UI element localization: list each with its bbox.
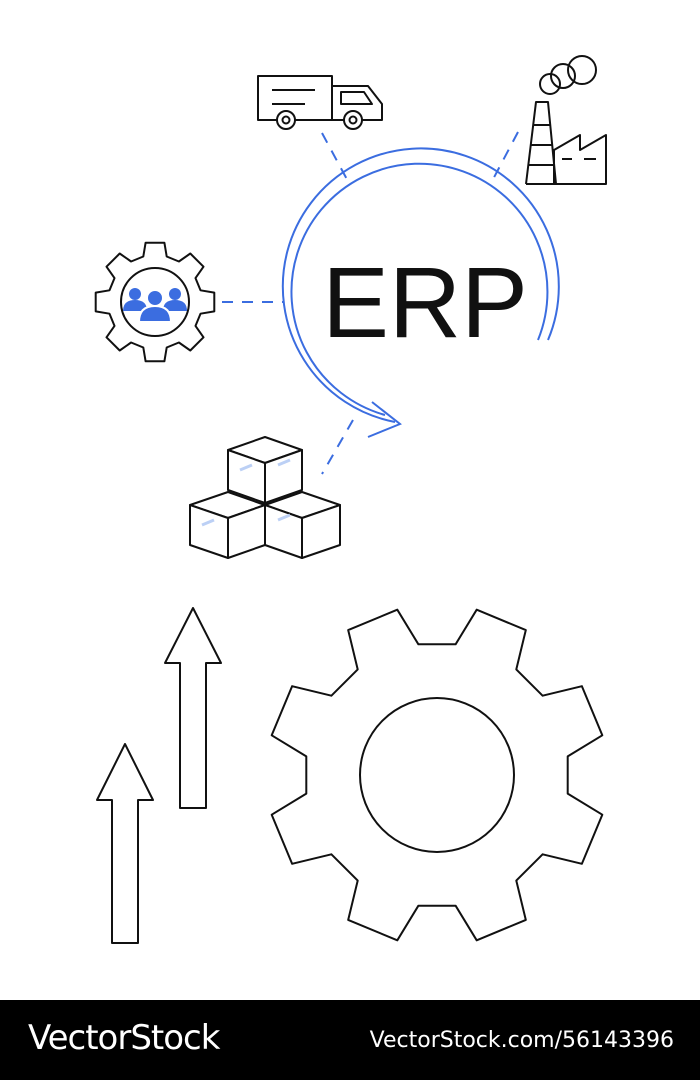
- image-reference: VectorStock.com/56143396: [369, 1028, 674, 1053]
- connectors: [222, 131, 519, 475]
- team-gear-icon: [94, 241, 216, 363]
- brand-logo: VectorStock: [28, 1018, 220, 1058]
- erp-title: ERP: [322, 247, 528, 359]
- factory-icon: [525, 55, 607, 185]
- circular-arrow: [281, 147, 560, 438]
- up-arrow-icon: [164, 607, 222, 809]
- truck-icon: [257, 75, 383, 130]
- footer-bar: VectorStock VectorStock.com/56143396: [0, 1000, 700, 1080]
- large-gear-icon: [270, 608, 604, 942]
- up-arrow-icon: [96, 743, 154, 944]
- erp-illustration: ERP: [94, 55, 607, 944]
- boxes-icon: [189, 436, 341, 559]
